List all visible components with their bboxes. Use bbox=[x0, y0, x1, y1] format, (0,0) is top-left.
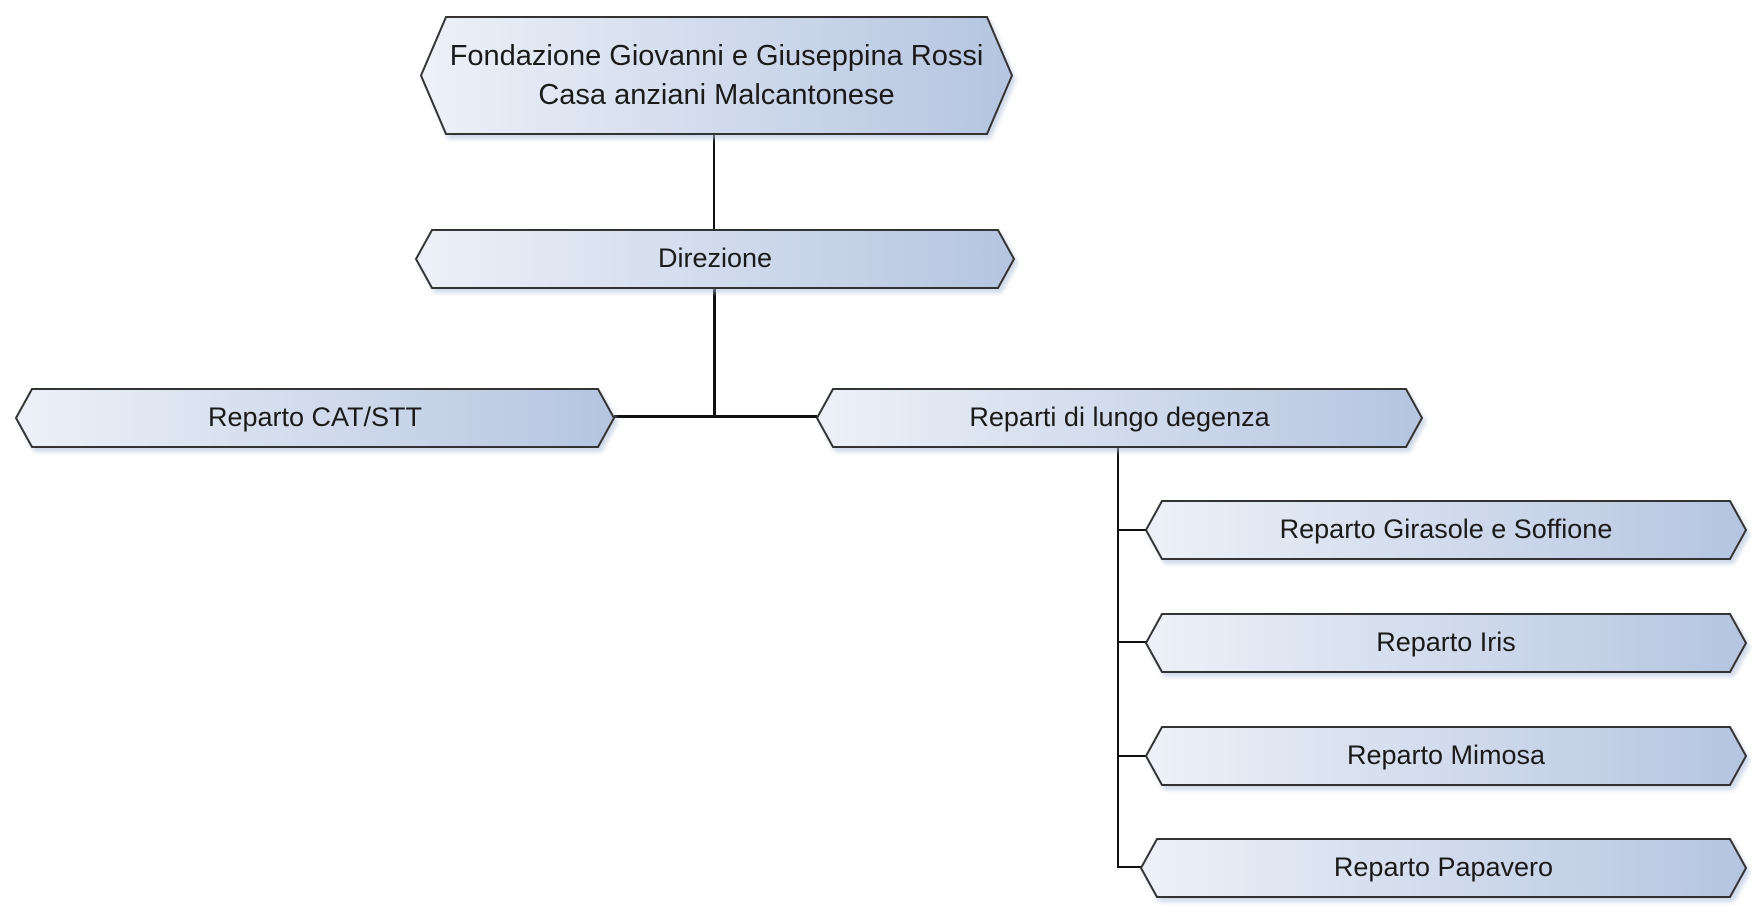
node-reparti-lungo-degenza[interactable]: Reparti di lungo degenza bbox=[815, 388, 1424, 448]
hexagon-shape bbox=[1139, 838, 1748, 898]
node-reparto-cat-stt-label: Reparto CAT/STT bbox=[207, 402, 423, 433]
hexagon-shape bbox=[1144, 613, 1748, 673]
hexagon-shape bbox=[1144, 726, 1748, 786]
hexagon-shape bbox=[414, 229, 1016, 289]
connector-lungo-degenza-trunk bbox=[1117, 447, 1119, 868]
connector-stub-girasole bbox=[1117, 529, 1146, 531]
connector-stub-papavero bbox=[1117, 866, 1142, 868]
node-reparto-girasole-soffione-label: Reparto Girasole e Soffione bbox=[1279, 514, 1613, 545]
connector-stub-mimosa bbox=[1117, 755, 1146, 757]
node-reparto-papavero-label: Reparto Papavero bbox=[1333, 852, 1554, 883]
node-reparto-girasole-soffione[interactable]: Reparto Girasole e Soffione bbox=[1144, 500, 1748, 560]
hexagon-shape bbox=[815, 388, 1424, 448]
hexagon-shape bbox=[1144, 500, 1748, 560]
node-direzione-label: Direzione bbox=[657, 243, 773, 274]
node-reparto-mimosa[interactable]: Reparto Mimosa bbox=[1144, 726, 1748, 786]
connector-stub-iris bbox=[1117, 641, 1146, 643]
node-foundation[interactable]: Fondazione Giovanni e Giuseppina Rossi C… bbox=[419, 16, 1014, 135]
node-reparto-iris[interactable]: Reparto Iris bbox=[1144, 613, 1748, 673]
node-reparto-papavero[interactable]: Reparto Papavero bbox=[1139, 838, 1748, 898]
foundation-title-line2: Casa anziani Malcantonese bbox=[538, 78, 895, 111]
foundation-title-line1: Fondazione Giovanni e Giuseppina Rossi bbox=[449, 40, 984, 73]
hexagon-shape bbox=[14, 388, 616, 448]
node-reparto-iris-label: Reparto Iris bbox=[1376, 627, 1516, 658]
connector-horizontal-branch bbox=[614, 415, 817, 418]
node-reparto-mimosa-label: Reparto Mimosa bbox=[1346, 740, 1546, 771]
hexagon-shape bbox=[419, 16, 1014, 135]
connector-direzione-down bbox=[713, 288, 716, 418]
node-reparti-lungo-degenza-label: Reparti di lungo degenza bbox=[969, 402, 1270, 433]
node-reparto-cat-stt[interactable]: Reparto CAT/STT bbox=[14, 388, 616, 448]
node-foundation-label: Fondazione Giovanni e Giuseppina Rossi C… bbox=[420, 16, 1013, 135]
connector-foundation-direzione bbox=[713, 134, 715, 230]
node-direzione[interactable]: Direzione bbox=[414, 229, 1016, 289]
